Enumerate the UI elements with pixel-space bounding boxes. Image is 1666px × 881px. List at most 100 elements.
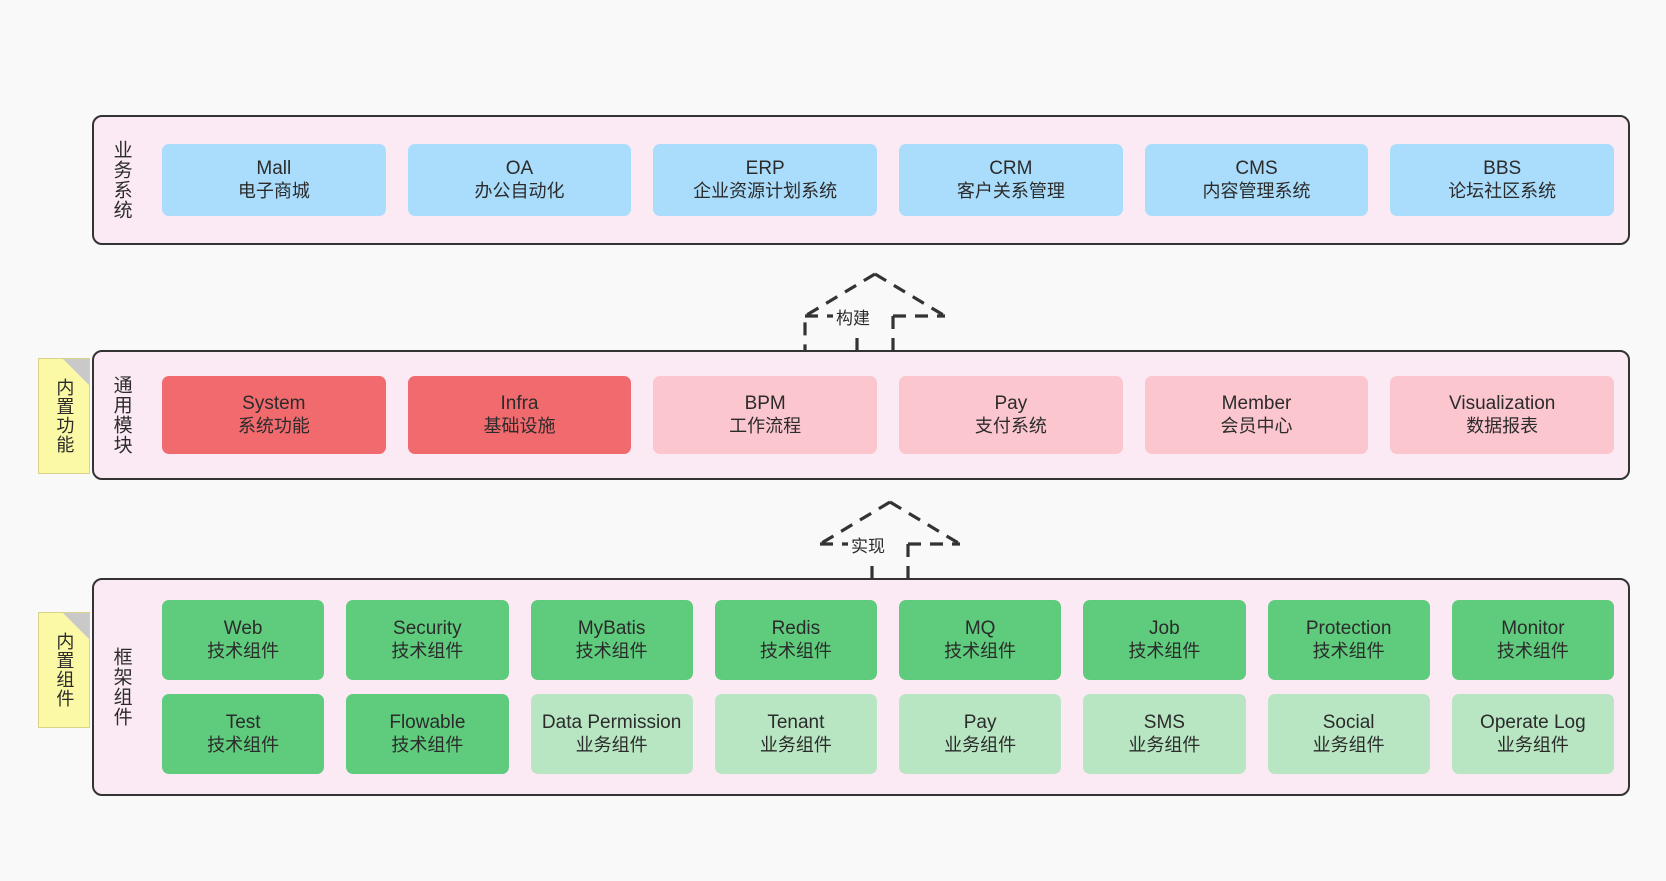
node-subtitle: 业务组件	[1312, 734, 1385, 755]
node-pay-component[interactable]: Pay 业务组件	[899, 694, 1062, 774]
node-title: SMS	[1143, 712, 1185, 734]
node-title: BBS	[1483, 158, 1522, 180]
node-subtitle: 数据报表	[1466, 415, 1539, 436]
layer-common-module: 通用模块 System 系统功能 Infra 基础设施 BPM 工作流程 Pay…	[92, 350, 1630, 480]
node-subtitle: 基础设施	[483, 415, 556, 436]
node-security[interactable]: Security 技术组件	[346, 600, 509, 680]
node-crm[interactable]: CRM 客户关系管理	[899, 144, 1123, 216]
node-subtitle: 会员中心	[1220, 415, 1293, 436]
layer-row: Web 技术组件 Security 技术组件 MyBatis 技术组件 Redi…	[162, 600, 1614, 680]
node-redis[interactable]: Redis 技术组件	[714, 600, 877, 680]
node-subtitle: 客户关系管理	[956, 180, 1065, 201]
node-subtitle: 工作流程	[729, 415, 802, 436]
generalization-arrow-icon	[803, 272, 946, 356]
node-subtitle: 技术组件	[759, 640, 832, 661]
layer-body-framework-component: Web 技术组件 Security 技术组件 MyBatis 技术组件 Redi…	[148, 580, 1628, 794]
node-title: Protection	[1305, 618, 1392, 640]
node-title: Infra	[500, 393, 539, 415]
layer-framework-component: 框架组件 Web 技术组件 Security 技术组件 MyBatis 技术组件…	[92, 578, 1630, 796]
node-web[interactable]: Web 技术组件	[162, 600, 325, 680]
layer-title-framework-component: 框架组件	[110, 647, 132, 727]
node-title: Test	[225, 712, 261, 734]
node-operate-log[interactable]: Operate Log 业务组件	[1451, 694, 1614, 774]
node-subtitle: 技术组件	[207, 640, 280, 661]
node-subtitle: 技术组件	[391, 640, 464, 661]
node-title: Redis	[771, 618, 821, 640]
node-title: System	[242, 393, 306, 415]
note-label: 内置功能	[54, 378, 75, 454]
node-subtitle: 技术组件	[1312, 640, 1385, 661]
layer-row: System 系统功能 Infra 基础设施 BPM 工作流程 Pay 支付系统…	[162, 376, 1615, 454]
layer-body-common-module: System 系统功能 Infra 基础设施 BPM 工作流程 Pay 支付系统…	[148, 352, 1628, 478]
node-subtitle: 企业资源计划系统	[693, 180, 838, 201]
layer-title-business-system: 业务系统	[110, 140, 132, 220]
node-bpm[interactable]: BPM 工作流程	[653, 376, 878, 454]
node-protection[interactable]: Protection 技术组件	[1267, 600, 1430, 680]
node-subtitle: 技术组件	[391, 734, 464, 755]
node-subtitle: 支付系统	[974, 415, 1047, 436]
node-title: ERP	[745, 158, 785, 180]
node-monitor[interactable]: Monitor 技术组件	[1451, 600, 1614, 680]
layer-title-common-module: 通用模块	[110, 375, 132, 455]
node-title: Data Permission	[541, 712, 682, 734]
node-subtitle: 技术组件	[944, 640, 1017, 661]
node-title: OA	[505, 158, 534, 180]
node-mybatis[interactable]: MyBatis 技术组件	[530, 600, 693, 680]
node-title: Job	[1149, 618, 1180, 640]
connector-label-implement: 实现	[848, 532, 888, 557]
node-job[interactable]: Job 技术组件	[1083, 600, 1246, 680]
node-subtitle: 系统功能	[237, 415, 310, 436]
realization-arrow-icon	[819, 500, 961, 584]
node-pay-module[interactable]: Pay 支付系统	[899, 376, 1123, 454]
node-subtitle: 办公自动化	[474, 180, 565, 201]
node-subtitle: 业务组件	[1128, 734, 1201, 755]
node-member[interactable]: Member 会员中心	[1144, 376, 1369, 454]
node-title: Member	[1221, 393, 1292, 415]
layer-business-system: 业务系统 Mall 电子商城 OA 办公自动化 ERP 企业资源计划系统 CRM…	[92, 115, 1630, 245]
note-builtin-function: 内置功能	[38, 358, 90, 474]
connector-build: 构建	[795, 270, 955, 360]
node-tenant[interactable]: Tenant 业务组件	[714, 694, 877, 774]
node-title: CMS	[1235, 158, 1278, 180]
node-data-permission[interactable]: Data Permission 业务组件	[530, 694, 693, 774]
node-sms[interactable]: SMS 业务组件	[1083, 694, 1246, 774]
node-infra[interactable]: Infra 基础设施	[407, 376, 632, 454]
node-title: Monitor	[1501, 618, 1565, 640]
node-subtitle: 电子商城	[237, 180, 310, 201]
node-test[interactable]: Test 技术组件	[162, 694, 325, 774]
node-system[interactable]: System 系统功能	[162, 376, 386, 454]
node-title: Pay	[994, 393, 1028, 415]
node-oa[interactable]: OA 办公自动化	[407, 144, 632, 216]
node-title: Mall	[256, 158, 292, 180]
note-builtin-component: 内置组件	[38, 612, 90, 728]
node-subtitle: 业务组件	[575, 734, 648, 755]
node-bbs[interactable]: BBS 论坛社区系统	[1390, 144, 1615, 216]
node-subtitle: 技术组件	[575, 640, 648, 661]
connector-label-build: 构建	[833, 304, 873, 329]
node-subtitle: 技术组件	[1496, 640, 1569, 661]
layer-row: Test 技术组件 Flowable 技术组件 Data Permission …	[162, 694, 1614, 774]
node-subtitle: 业务组件	[944, 734, 1017, 755]
node-social[interactable]: Social 业务组件	[1267, 694, 1430, 774]
node-title: Flowable	[389, 712, 466, 734]
node-subtitle: 业务组件	[759, 734, 832, 755]
node-subtitle: 技术组件	[207, 734, 280, 755]
node-subtitle: 论坛社区系统	[1448, 180, 1557, 201]
node-title: Pay	[963, 712, 997, 734]
node-subtitle: 内容管理系统	[1202, 180, 1311, 201]
node-mq[interactable]: MQ 技术组件	[899, 600, 1062, 680]
node-cms[interactable]: CMS 内容管理系统	[1144, 144, 1369, 216]
node-visualization[interactable]: Visualization 数据报表	[1390, 376, 1615, 454]
connector-implement: 实现	[810, 498, 970, 588]
node-title: MQ	[964, 618, 996, 640]
node-title: Security	[393, 618, 462, 640]
node-subtitle: 业务组件	[1496, 734, 1569, 755]
layer-body-business-system: Mall 电子商城 OA 办公自动化 ERP 企业资源计划系统 CRM 客户关系…	[148, 117, 1628, 243]
node-erp[interactable]: ERP 企业资源计划系统	[653, 144, 878, 216]
node-title: Operate Log	[1480, 712, 1586, 734]
node-title: BPM	[744, 393, 786, 415]
node-flowable[interactable]: Flowable 技术组件	[346, 694, 509, 774]
node-title: CRM	[989, 158, 1033, 180]
node-mall[interactable]: Mall 电子商城	[162, 144, 386, 216]
